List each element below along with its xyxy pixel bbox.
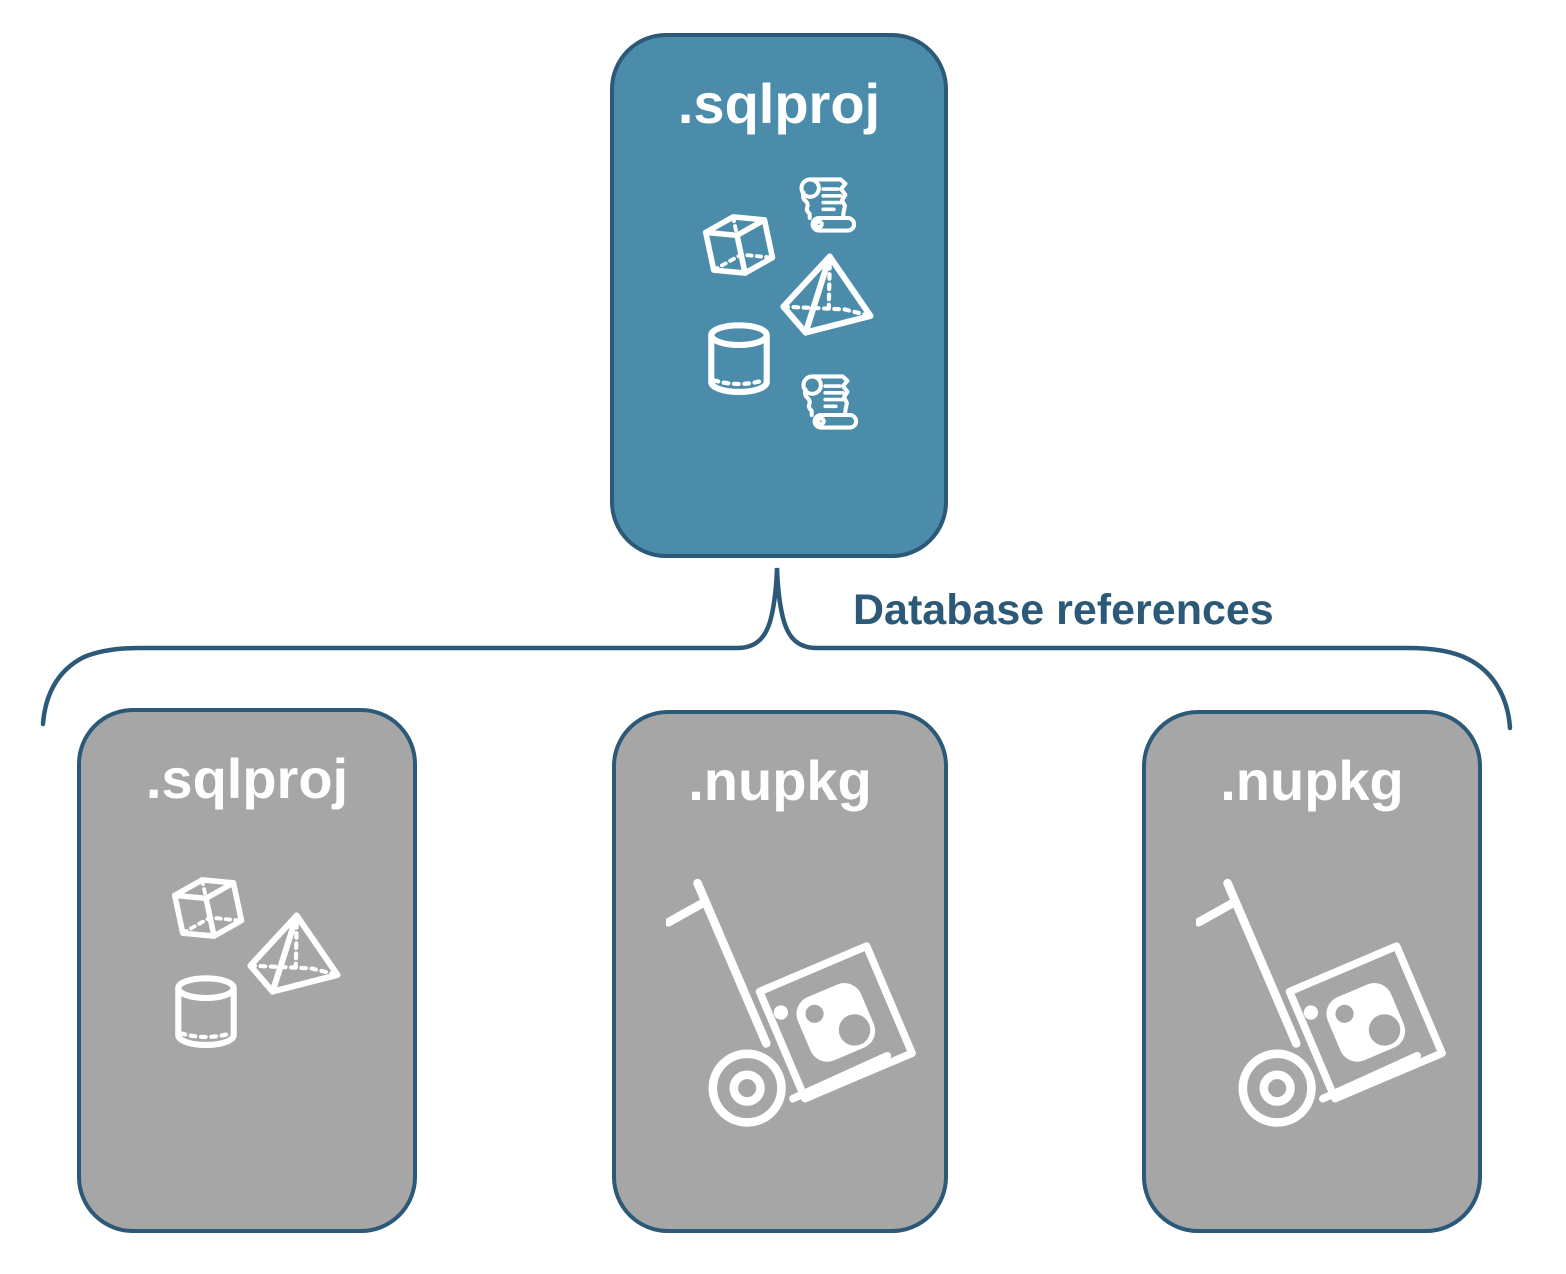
cylinder-3d-icon [173, 975, 239, 1052]
node-root-label: .sqlproj [677, 72, 881, 135]
cylinder-3d-icon [706, 322, 772, 399]
pyramid-3d-icon [241, 910, 345, 999]
package-dolly-icon [1196, 867, 1446, 1132]
node-child-label: .sqlproj [145, 747, 349, 810]
script-scroll-icon [797, 177, 861, 233]
cube-3d-icon [165, 863, 251, 953]
node-root-sqlproj: .sqlproj [610, 33, 948, 558]
node-child-nupkg-1: .nupkg [612, 710, 948, 1233]
script-scroll-icon [799, 374, 863, 430]
cube-3d-icon [696, 200, 782, 290]
node-child-nupkg-2: .nupkg [1142, 710, 1482, 1233]
pyramid-3d-icon [774, 251, 878, 340]
node-child-label: .nupkg [688, 749, 872, 812]
package-dolly-icon [666, 867, 916, 1132]
node-child-sqlproj: .sqlproj [77, 708, 417, 1233]
node-child-label: .nupkg [1220, 749, 1404, 812]
connector-label: Database references [853, 586, 1274, 634]
